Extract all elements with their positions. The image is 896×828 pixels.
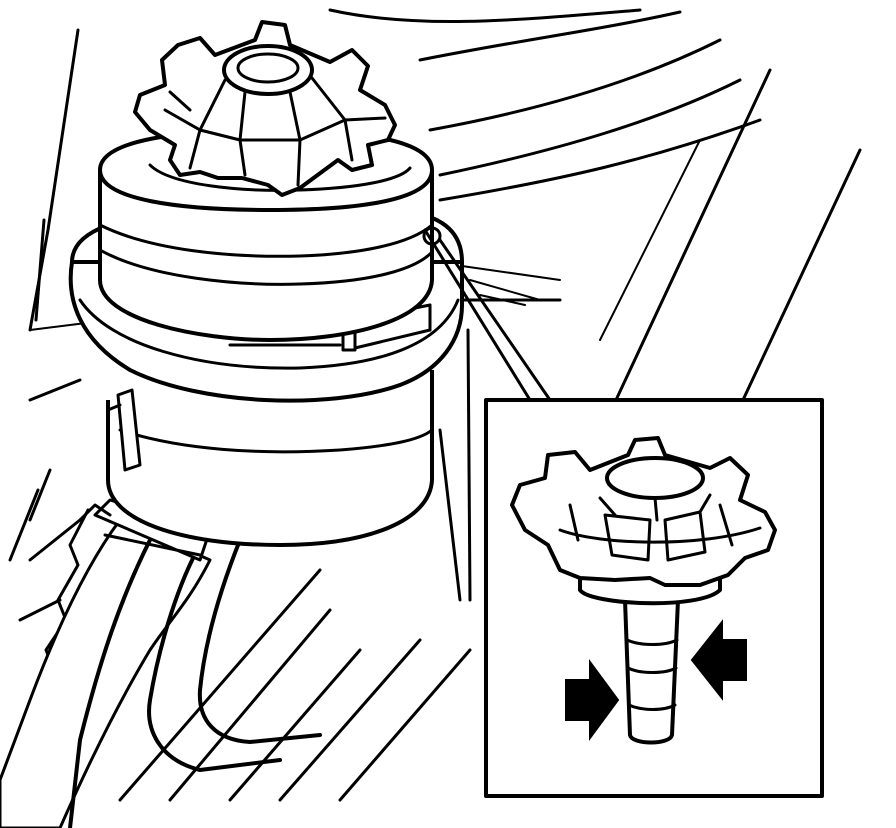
inset-star-knob-cap-icon	[510, 436, 777, 606]
return-hose	[0, 498, 322, 828]
detail-leader-lines	[422, 226, 552, 402]
arrow-right-pointing-icon	[565, 658, 620, 742]
reservoir-body	[68, 128, 464, 547]
inset-detail	[484, 398, 824, 798]
arrow-left-pointing-icon	[690, 619, 747, 701]
dipstick-stem	[623, 598, 680, 745]
star-knob-cap-icon	[133, 20, 397, 197]
